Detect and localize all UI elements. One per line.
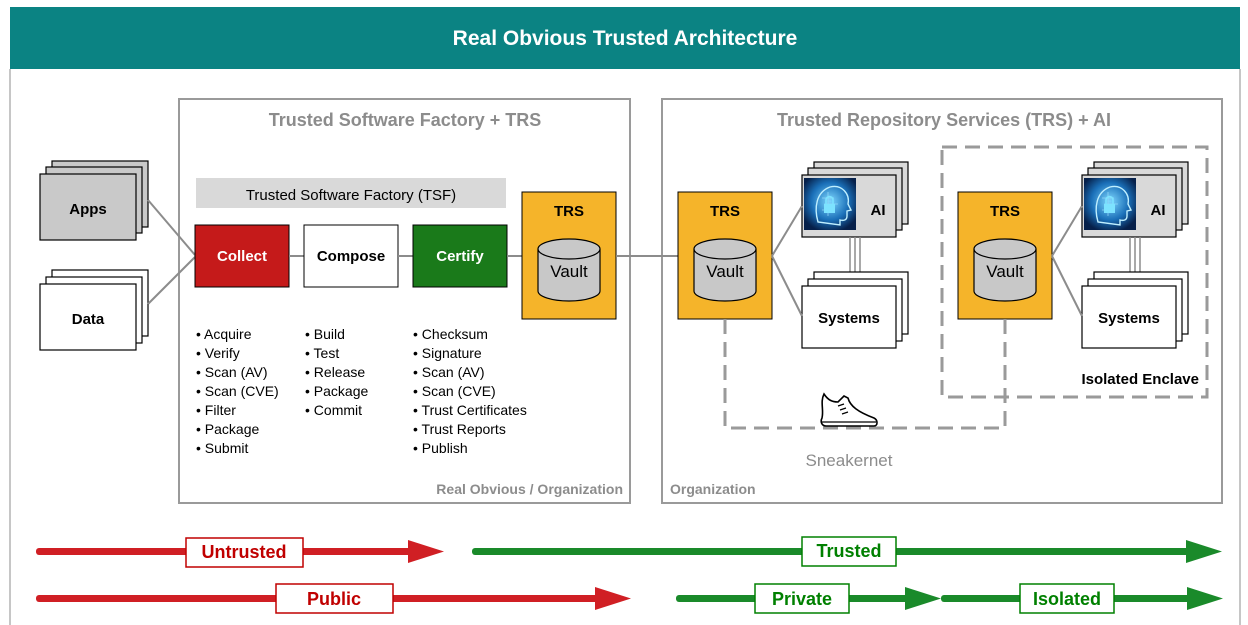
- bullet-item: • Scan (AV): [413, 364, 485, 380]
- tsf-banner: [196, 178, 506, 208]
- public-label: Public: [307, 589, 361, 609]
- isolated-label: Isolated: [1033, 589, 1101, 609]
- bullet-item: • Checksum: [413, 326, 488, 342]
- ai-stack-right: AI: [1081, 161, 1189, 238]
- bullet-item: • Verify: [196, 345, 240, 361]
- trusted-arrow: Trusted: [472, 536, 1222, 567]
- bullet-item: • Publish: [413, 440, 468, 456]
- data-label: Data: [72, 311, 105, 328]
- bullet-item: • Trust Reports: [413, 421, 506, 437]
- sneakernet-label: Sneakernet: [806, 451, 893, 470]
- ai-label-middle: AI: [871, 202, 886, 219]
- vault-label-right: Vault: [986, 262, 1024, 281]
- left-section-title: Trusted Software Factory + TRS: [269, 110, 542, 130]
- header-bar: [10, 7, 1240, 69]
- left-section-box: [178, 98, 631, 504]
- systems-stack-right: Systems: [1081, 271, 1189, 349]
- ai-head-lock-icon: [803, 177, 857, 231]
- data-stack: Data: [39, 269, 149, 351]
- compose-label: Compose: [317, 248, 385, 265]
- trs-label-right: TRS: [990, 203, 1020, 220]
- bullet-item: • Build: [305, 326, 345, 342]
- apps-label: Apps: [69, 201, 107, 218]
- untrusted-label: Untrusted: [202, 542, 287, 562]
- shoe-icon: [820, 392, 878, 427]
- trusted-label: Trusted: [816, 541, 881, 561]
- bullet-item: • Test: [305, 345, 339, 361]
- collect-items-list: • Acquire • Verify • Scan (AV) • Scan (CVE)…: [196, 326, 279, 456]
- untrusted-arrow: Untrusted: [36, 537, 444, 568]
- vault-label-left: Vault: [550, 262, 588, 281]
- bullet-item: • Scan (CVE): [196, 383, 279, 399]
- bullet-item: • Acquire: [196, 326, 252, 342]
- left-section-corner-label: Real Obvious / Organization: [436, 481, 623, 497]
- tsf-banner-label: Trusted Software Factory (TSF): [246, 187, 456, 204]
- sneakernet-path: [723, 319, 1007, 430]
- trs-label-left: TRS: [554, 203, 584, 220]
- bullet-item: • Signature: [413, 345, 482, 361]
- vault-label-middle: Vault: [706, 262, 744, 281]
- certify-box: [412, 224, 508, 288]
- ai-head-lock-icon: [1083, 177, 1137, 231]
- bullet-item: • Submit: [196, 440, 248, 456]
- bullet-item: • Commit: [305, 402, 362, 418]
- bullet-item: • Package: [305, 383, 368, 399]
- ai-label-right: AI: [1151, 202, 1166, 219]
- isolated-enclave-label: Isolated Enclave: [1081, 371, 1199, 388]
- public-arrow: Public: [36, 583, 631, 614]
- bullet-item: • Filter: [196, 402, 236, 418]
- apps-stack: Apps: [39, 160, 149, 241]
- bullet-item: • Release: [305, 364, 365, 380]
- bullet-item: • Trust Certificates: [413, 402, 527, 418]
- collect-label: Collect: [217, 248, 267, 265]
- bullet-item: • Package: [196, 421, 259, 437]
- certify-items-list: • Checksum • Signature • Scan (AV) • Scan (…: [413, 326, 527, 456]
- right-section-box: [661, 98, 1223, 504]
- compose-box: [303, 224, 399, 288]
- certify-label: Certify: [436, 248, 484, 265]
- systems-stack-middle: Systems: [801, 271, 909, 349]
- bullet-item: • Scan (CVE): [413, 383, 496, 399]
- isolated-arrow: Isolated: [941, 583, 1223, 614]
- right-section-corner-label: Organization: [670, 481, 756, 497]
- systems-label-middle: Systems: [818, 310, 880, 327]
- compose-items-list: • Build • Test • Release • Package • Commit: [305, 326, 368, 418]
- ai-stack-middle: AI: [801, 161, 909, 238]
- bullet-item: • Scan (AV): [196, 364, 268, 380]
- trs-label-middle: TRS: [710, 203, 740, 220]
- page-title: Real Obvious Trusted Architecture: [453, 27, 798, 50]
- collect-box: [194, 224, 290, 288]
- systems-label-right: Systems: [1098, 310, 1160, 327]
- private-arrow: Private: [676, 583, 941, 614]
- private-label: Private: [772, 589, 832, 609]
- isolated-enclave-box: [940, 145, 1209, 399]
- right-section-title: Trusted Repository Services (TRS) + AI: [777, 110, 1111, 130]
